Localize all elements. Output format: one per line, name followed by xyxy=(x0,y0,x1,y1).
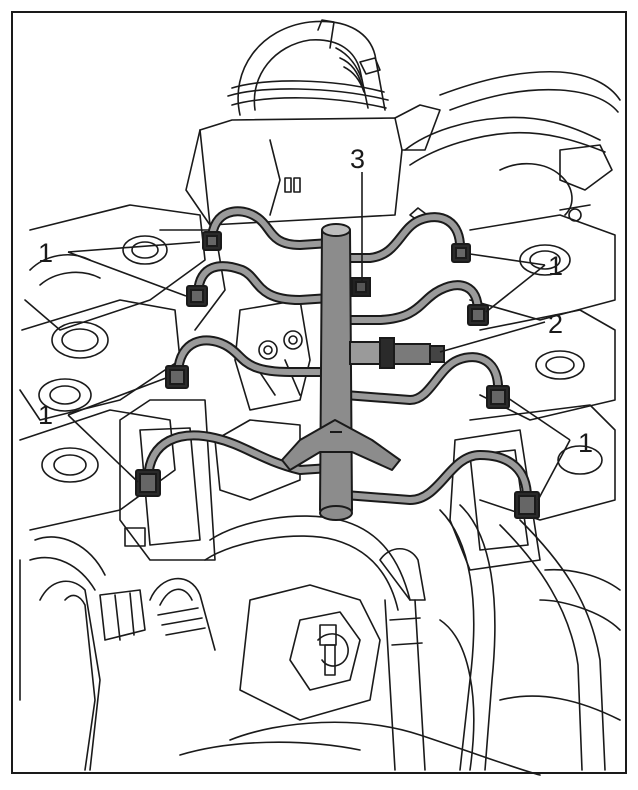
injector-nut-left-3 xyxy=(165,365,189,389)
injector-nut-right-3 xyxy=(486,385,510,409)
injector-nut-right-4 xyxy=(514,491,540,519)
rail-fitting xyxy=(351,277,371,297)
callout-right-upper: 1 xyxy=(548,251,563,281)
injector-nuts xyxy=(135,231,540,519)
leader-lines xyxy=(67,172,571,501)
callout-left-upper: 1 xyxy=(38,238,53,268)
callout-right-lower: 1 xyxy=(578,428,593,458)
injector-nut-left-1 xyxy=(202,231,222,251)
callout-labels: 1 1 1 1 2 3 xyxy=(38,144,593,458)
engine-background xyxy=(19,19,621,776)
callout-fitting: 3 xyxy=(350,144,365,174)
fuel-lines xyxy=(143,206,533,505)
callout-left-lower: 1 xyxy=(38,400,53,430)
pressure-sensor xyxy=(349,337,445,369)
callout-sensor: 2 xyxy=(548,309,563,339)
injector-nut-right-1 xyxy=(451,243,471,263)
injector-nut-left-2 xyxy=(186,285,208,307)
figure-frame xyxy=(11,11,627,774)
fuel-rail xyxy=(281,223,401,521)
injector-nut-left-4 xyxy=(135,469,161,497)
injector-nut-right-2 xyxy=(467,304,489,326)
